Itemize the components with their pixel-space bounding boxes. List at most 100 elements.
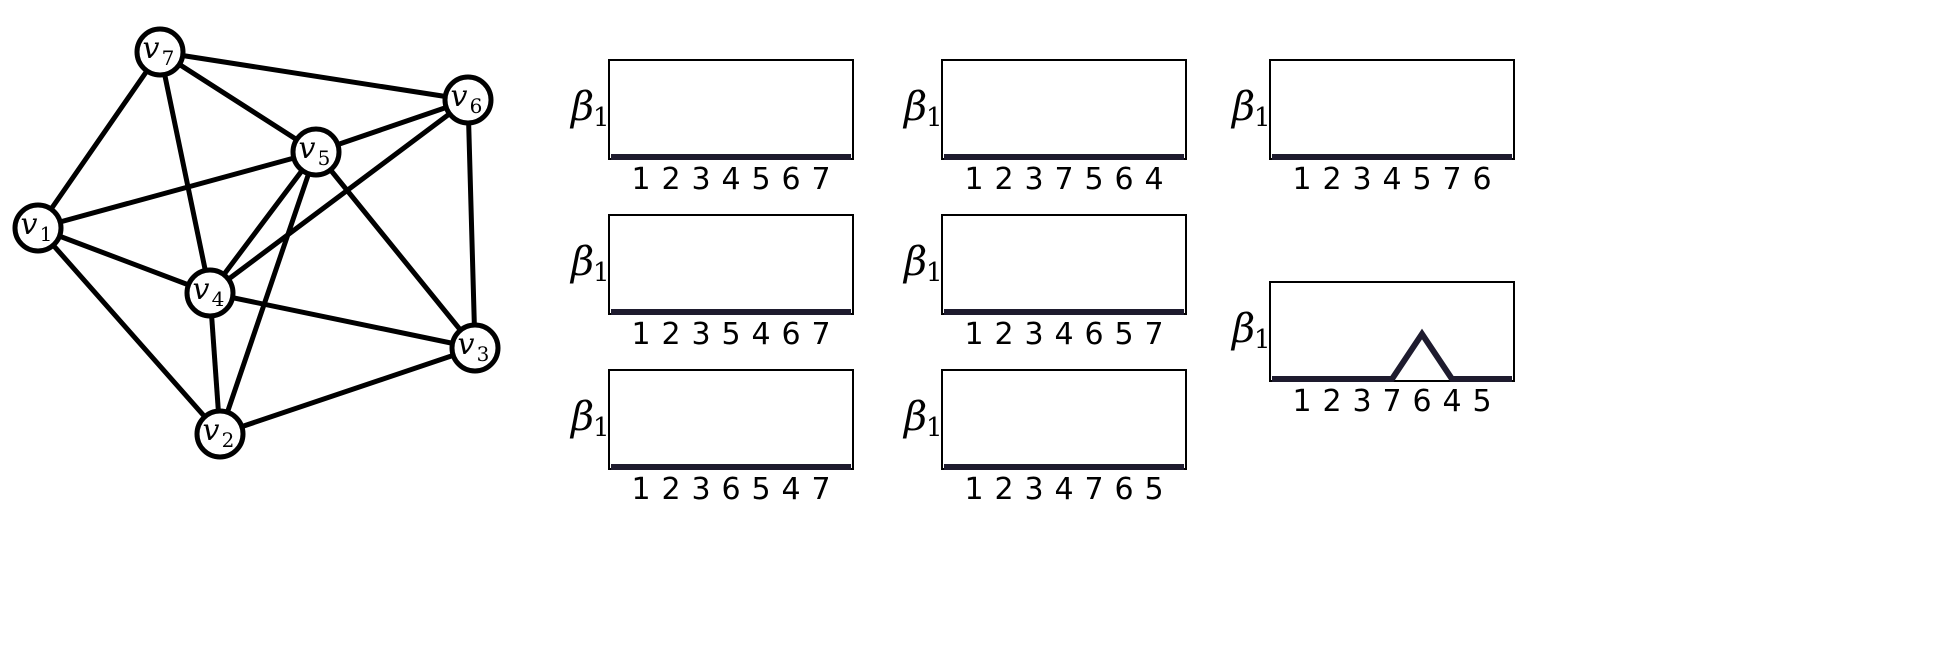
graph-edge-v6-v3 (465, 97, 478, 351)
y-axis-label-subscript: 1 (926, 258, 943, 288)
x-tick-label: 3 (691, 162, 710, 197)
x-tick-label: 6 (1084, 317, 1103, 352)
y-axis-label: β (569, 84, 594, 130)
x-tick-label: 1 (964, 162, 983, 197)
graph-edge-v1-v4 (35, 225, 213, 296)
graph-edge-v7-v4 (157, 49, 213, 296)
x-tick-label: 2 (994, 472, 1013, 507)
x-tick-label: 4 (1442, 384, 1461, 419)
graph-edge-v5-v2 (217, 149, 319, 437)
plot-frame (941, 214, 1187, 315)
node-label-subscript: 4 (212, 287, 225, 311)
x-tick-label: 7 (1442, 162, 1461, 197)
x-tick-label: 3 (691, 472, 710, 507)
node-circle (184, 267, 236, 319)
plot-frame (1269, 59, 1515, 160)
graph-edge-v5-v3 (313, 149, 478, 351)
y-axis-label: β (1230, 306, 1255, 352)
node-circle (290, 126, 342, 178)
y-axis-label: β (1230, 84, 1255, 130)
x-tick-label: 4 (781, 472, 800, 507)
graph-edges (35, 49, 478, 437)
y-axis-label: β (902, 84, 927, 130)
node-label: v (21, 207, 38, 242)
graph-edge-v6-v4 (207, 97, 471, 296)
graph-edge-v6-v5 (313, 97, 471, 155)
graph-edge-v4-v3 (207, 290, 478, 351)
y-axis-label-subscript: 1 (593, 258, 610, 288)
x-tick-label: 2 (994, 317, 1013, 352)
node-label: v (458, 327, 475, 362)
x-tick-label: 2 (661, 317, 680, 352)
x-tick-label: 7 (1084, 472, 1103, 507)
plot-frame (608, 369, 854, 470)
x-tick-label: 7 (1054, 162, 1073, 197)
x-tick-label: 5 (751, 472, 770, 507)
graph-edge-v5-v1 (35, 149, 319, 231)
x-tick-label: 6 (1412, 384, 1431, 419)
x-tick-label: 5 (1472, 384, 1491, 419)
plot-frame (941, 59, 1187, 160)
node-circle (194, 408, 246, 460)
x-tick-label: 5 (1412, 162, 1431, 197)
node-label-subscript: 7 (162, 46, 175, 70)
y-axis-label: β (569, 239, 594, 285)
x-tick-label: 7 (811, 472, 830, 507)
x-tick-label: 5 (751, 162, 770, 197)
node-circle (12, 202, 64, 254)
x-tick-label: 4 (1382, 162, 1401, 197)
x-tick-label: 7 (1144, 317, 1163, 352)
x-tick-label: 4 (721, 162, 740, 197)
node-label: v (299, 131, 316, 166)
y-axis-label-subscript: 1 (593, 103, 610, 133)
x-tick-label: 1 (964, 472, 983, 507)
x-tick-label: 1 (1292, 384, 1311, 419)
x-tick-label: 5 (1144, 472, 1163, 507)
graph-edge-v7-v1 (35, 49, 163, 231)
x-tick-label: 3 (1352, 162, 1371, 197)
y-axis-label-subscript: 1 (1254, 325, 1271, 355)
plot-frame (1269, 281, 1515, 382)
x-tick-label: 4 (1054, 472, 1073, 507)
betti-curve (1272, 328, 1512, 382)
x-tick-label: 2 (994, 162, 1013, 197)
plot-frame (608, 59, 854, 160)
node-label: v (451, 79, 468, 114)
x-tick-label: 2 (1322, 384, 1341, 419)
x-tick-label: 5 (721, 317, 740, 352)
y-axis-label-subscript: 1 (926, 413, 943, 443)
graph-edge-v1-v2 (35, 225, 223, 437)
node-label-subscript: 5 (318, 146, 331, 170)
x-tick-label: 6 (781, 317, 800, 352)
x-tick-label: 7 (811, 162, 830, 197)
x-tick-label: 1 (964, 317, 983, 352)
graph-edge-v7-v6 (157, 49, 471, 103)
node-label-subscript: 1 (40, 222, 53, 246)
x-tick-label: 3 (1024, 472, 1043, 507)
y-axis-label: β (569, 394, 594, 440)
node-label: v (143, 31, 160, 66)
x-tick-label: 6 (1114, 472, 1133, 507)
node-label: v (203, 413, 220, 448)
x-tick-label: 2 (661, 162, 680, 197)
x-tick-label: 3 (691, 317, 710, 352)
x-tick-label: 5 (1114, 317, 1133, 352)
x-tick-label: 6 (1114, 162, 1133, 197)
node-circle (442, 74, 494, 126)
node-label: v (193, 272, 210, 307)
x-tick-label: 5 (1084, 162, 1103, 197)
x-tick-label: 1 (631, 472, 650, 507)
